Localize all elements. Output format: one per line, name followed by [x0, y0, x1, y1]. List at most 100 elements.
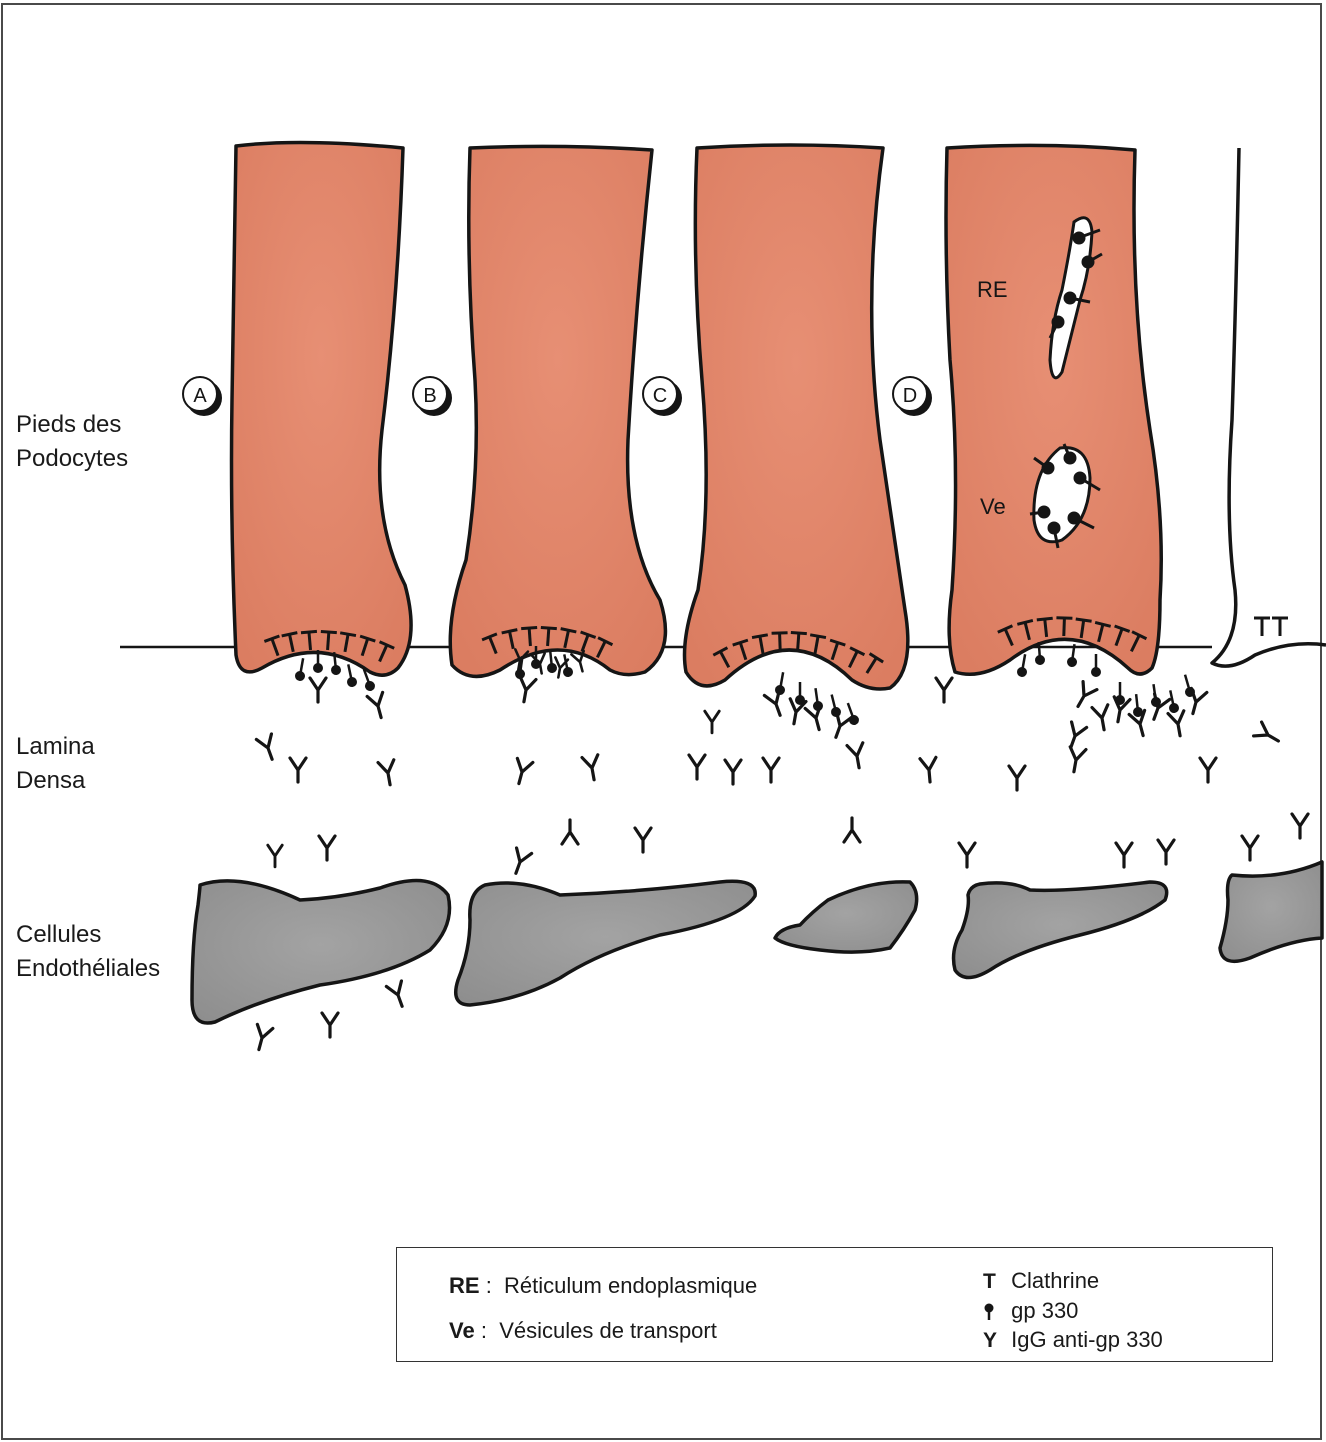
igg-mark: [319, 836, 335, 860]
igg-mark: [562, 820, 578, 844]
gp330-mark: [827, 693, 842, 718]
igg-mark: [582, 755, 602, 781]
legend-clathrin-text: Clathrine: [1011, 1268, 1099, 1293]
igg-icon: Y: [983, 1329, 1005, 1353]
lamina-label: Lamina Densa: [16, 730, 95, 798]
legend-igg-text: IgG anti-gp 330: [1011, 1327, 1163, 1352]
igg-mark: [1092, 705, 1112, 731]
igg-mark: [920, 757, 938, 782]
igg-layer: [251, 649, 1308, 1051]
panel-marker-b: B: [413, 377, 452, 416]
podocytes-label-line1: Pieds des: [16, 408, 128, 442]
igg-mark: [1071, 682, 1097, 711]
igg-mark: [635, 828, 651, 852]
podocyte-foot-a: [232, 142, 412, 675]
igg-mark: [1200, 758, 1216, 782]
panel-marker-c-label: C: [653, 385, 667, 407]
legend-row-ve: Ve : Vésicules de transport: [449, 1318, 717, 1344]
ve-label: Ve: [980, 494, 1006, 519]
endothelial-cell-1: [192, 880, 450, 1023]
endothelial-cell-2: [456, 881, 756, 1005]
igg-mark: [689, 755, 705, 779]
endothelial-label: Cellules Endothéliales: [16, 918, 160, 986]
igg-mark: [251, 1024, 273, 1051]
igg-mark: [322, 1013, 338, 1037]
clathrin-icon: T: [983, 1270, 1005, 1294]
legend-re-sep: :: [486, 1273, 492, 1298]
igg-mark: [1116, 843, 1132, 867]
panel-marker-b-label: B: [423, 385, 436, 407]
igg-mark: [847, 743, 867, 769]
podocyte-foot-c: [685, 145, 908, 689]
igg-mark: [959, 843, 975, 867]
igg-mark: [1066, 747, 1086, 773]
igg-mark: [844, 818, 860, 842]
re-label: RE: [977, 277, 1008, 302]
gp330-mark: [1091, 654, 1101, 677]
igg-mark: [516, 677, 536, 703]
gp330-mark: [1016, 653, 1030, 677]
gp330-mark: [795, 682, 805, 705]
legend-box: RE : Réticulum endoplasmique Ve : Vésicu…: [396, 1247, 1273, 1362]
igg-mark: [725, 760, 741, 784]
gp330-mark: [294, 657, 308, 681]
endothelial-label-line1: Cellules: [16, 918, 160, 952]
endothelial-label-line2: Endothéliales: [16, 952, 160, 986]
igg-mark: [268, 845, 282, 867]
igg-mark: [256, 734, 279, 762]
legend-row-re: RE : Réticulum endoplasmique: [449, 1273, 757, 1299]
igg-mark: [386, 981, 409, 1009]
igg-mark: [1242, 836, 1258, 860]
lamina-label-line2: Densa: [16, 764, 95, 798]
igg-mark: [1063, 722, 1086, 750]
igg-mark: [936, 678, 952, 702]
legend-re-abbr: RE: [449, 1273, 480, 1298]
podocyte-foot-b: [450, 146, 665, 676]
legend-ve-sep: :: [481, 1318, 487, 1343]
clathrin-mark: [1272, 618, 1288, 636]
igg-mark: [1009, 766, 1025, 790]
panel-marker-d-label: D: [903, 385, 917, 407]
igg-mark: [705, 711, 719, 733]
legend-row-igg: Y IgG anti-gp 330: [983, 1327, 1163, 1353]
igg-mark: [378, 760, 398, 786]
endothelial-cell-4: [954, 882, 1167, 978]
legend-ve-abbr: Ve: [449, 1318, 475, 1343]
gp330-mark: [774, 671, 788, 695]
panel-marker-a-label: A: [193, 385, 207, 407]
gp330-mark: [545, 650, 557, 674]
panel-marker-d: D: [893, 377, 932, 416]
igg-mark: [1158, 840, 1174, 864]
igg-mark: [1168, 711, 1188, 737]
legend-row-clathrin: T Clathrine: [983, 1268, 1099, 1294]
gp330-icon: [983, 1302, 1005, 1322]
podocyte-foot-d: [946, 145, 1161, 674]
panel-marker-c: C: [643, 377, 682, 416]
igg-mark: [763, 758, 779, 782]
igg-mark: [290, 758, 306, 782]
lamina-label-line1: Lamina: [16, 730, 95, 764]
igg-mark: [764, 690, 787, 718]
podocyte-foot-e-partial: [1212, 148, 1326, 666]
endothelial-cell-5-partial: [1220, 862, 1322, 961]
igg-mark: [828, 712, 851, 740]
igg-mark: [1292, 814, 1308, 838]
gp330-mark: [811, 687, 824, 711]
endothelial-cell-3: [775, 882, 917, 952]
gp330-mark: [1131, 694, 1143, 718]
igg-mark: [310, 678, 326, 702]
gp330-mark: [343, 663, 358, 688]
legend-re-text: Réticulum endoplasmique: [504, 1273, 757, 1298]
podocytes-label: Pieds des Podocytes: [16, 408, 128, 476]
panel-marker-a: A: [183, 377, 222, 416]
legend-row-gp330: gp 330: [983, 1298, 1078, 1324]
igg-mark: [508, 848, 531, 876]
igg-mark: [1254, 722, 1283, 748]
igg-mark: [367, 692, 389, 719]
legend-gp330-text: gp 330: [1011, 1298, 1078, 1323]
podocytes-label-line2: Podocytes: [16, 442, 128, 476]
igg-mark: [511, 758, 533, 785]
clathrin-mark: [1254, 618, 1270, 636]
